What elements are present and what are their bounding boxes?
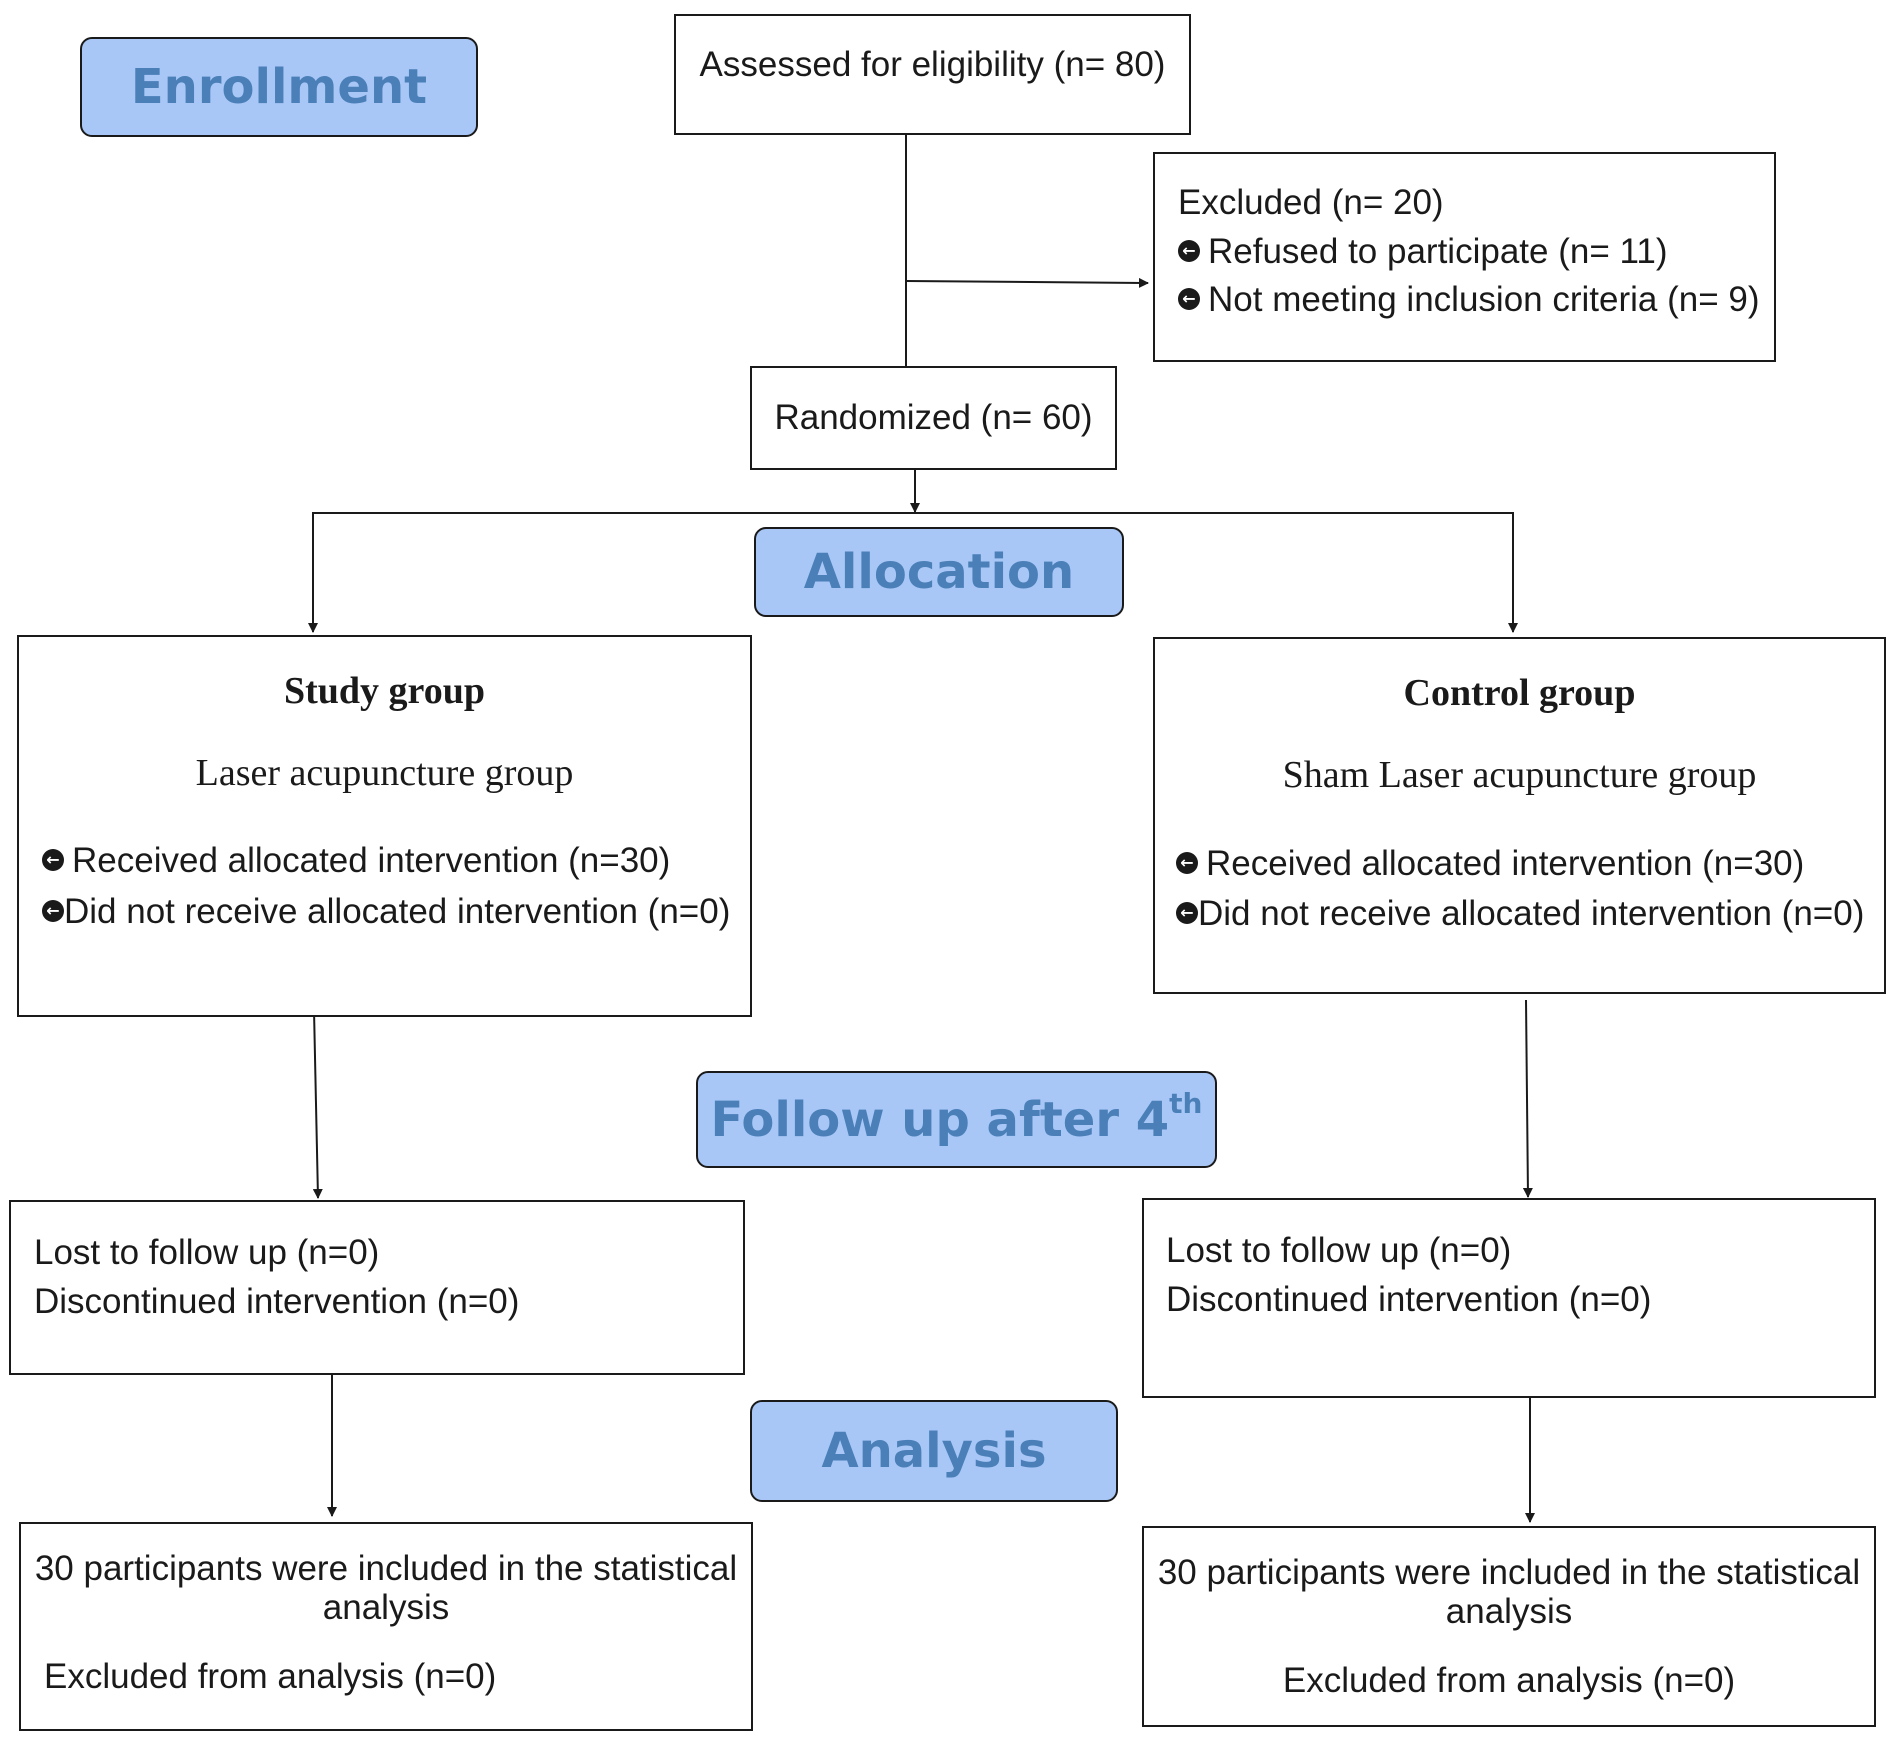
control-excluded-analysis: Excluded from analysis (n=0) xyxy=(1282,1661,1736,1700)
control-discontinued: Discontinued intervention (n=0) xyxy=(1166,1280,1652,1319)
control-received: ←Received allocated intervention (n=30) xyxy=(1176,843,1804,885)
control-group-subtitle: Sham Laser acupuncture group xyxy=(1282,754,1757,796)
arrow-bullet-icon: ← xyxy=(1178,287,1200,310)
control-analysis-line2: analysis xyxy=(1445,1592,1573,1631)
excluded-item: ←Not meeting inclusion criteria (n= 9) xyxy=(1178,279,1760,321)
study-group-subtitle: Laser acupuncture group xyxy=(195,752,574,794)
study-lost: Lost to follow up (n=0) xyxy=(34,1233,380,1272)
study-group-box xyxy=(17,635,752,1017)
study-analysis-line2: analysis xyxy=(322,1588,450,1627)
arrow-bullet-icon: ← xyxy=(42,848,64,871)
stage-analysis: Analysis xyxy=(750,1400,1118,1502)
study-received: ←Received allocated intervention (n=30) xyxy=(42,840,670,882)
excluded-box xyxy=(1153,152,1776,362)
control-lost: Lost to follow up (n=0) xyxy=(1166,1231,1512,1270)
study-analysis-line1: 30 participants were included in the sta… xyxy=(34,1549,738,1588)
excluded-item: ←Refused to participate (n= 11) xyxy=(1178,231,1667,273)
study-excluded-analysis: Excluded from analysis (n=0) xyxy=(44,1657,497,1696)
assessed-box xyxy=(674,14,1191,135)
randomized-box xyxy=(750,366,1117,470)
study-not-received: ←Did not receive allocated intervention … xyxy=(42,891,730,933)
excluded-title: Excluded (n= 20) xyxy=(1178,183,1444,222)
arrow-bullet-icon: ← xyxy=(42,899,64,922)
study-discontinued: Discontinued intervention (n=0) xyxy=(34,1282,520,1321)
assessed-text: Assessed for eligibility (n= 80) xyxy=(699,45,1166,84)
stage-enrollment: Enrollment xyxy=(80,37,478,137)
study-analysis-box xyxy=(19,1522,753,1731)
control-analysis-box xyxy=(1142,1526,1876,1727)
allocation-split-line xyxy=(312,512,1518,633)
arrow-bullet-icon: ← xyxy=(1176,851,1198,874)
arrow-bullet-icon: ← xyxy=(1178,239,1200,262)
control-analysis-line1: 30 participants were included in the sta… xyxy=(1157,1553,1861,1592)
control-group-title: Control group xyxy=(1403,672,1636,714)
control-not-received: ←Did not receive allocated intervention … xyxy=(1176,893,1864,935)
control-followup-box xyxy=(1142,1198,1876,1398)
study-followup-box xyxy=(9,1200,745,1375)
control-to-followup-arrow xyxy=(1522,999,1533,1198)
control-group-box xyxy=(1153,637,1886,994)
randomized-text: Randomized (n= 60) xyxy=(774,398,1093,437)
stage-follow-up: Follow up after 4th xyxy=(696,1071,1217,1168)
stage-allocation: Allocation xyxy=(754,527,1124,617)
arrow-bullet-icon: ← xyxy=(1176,901,1198,924)
to-excluded-arrow xyxy=(905,277,1149,288)
study-group-title: Study group xyxy=(283,670,485,712)
study-to-followup-arrow xyxy=(312,1009,323,1199)
